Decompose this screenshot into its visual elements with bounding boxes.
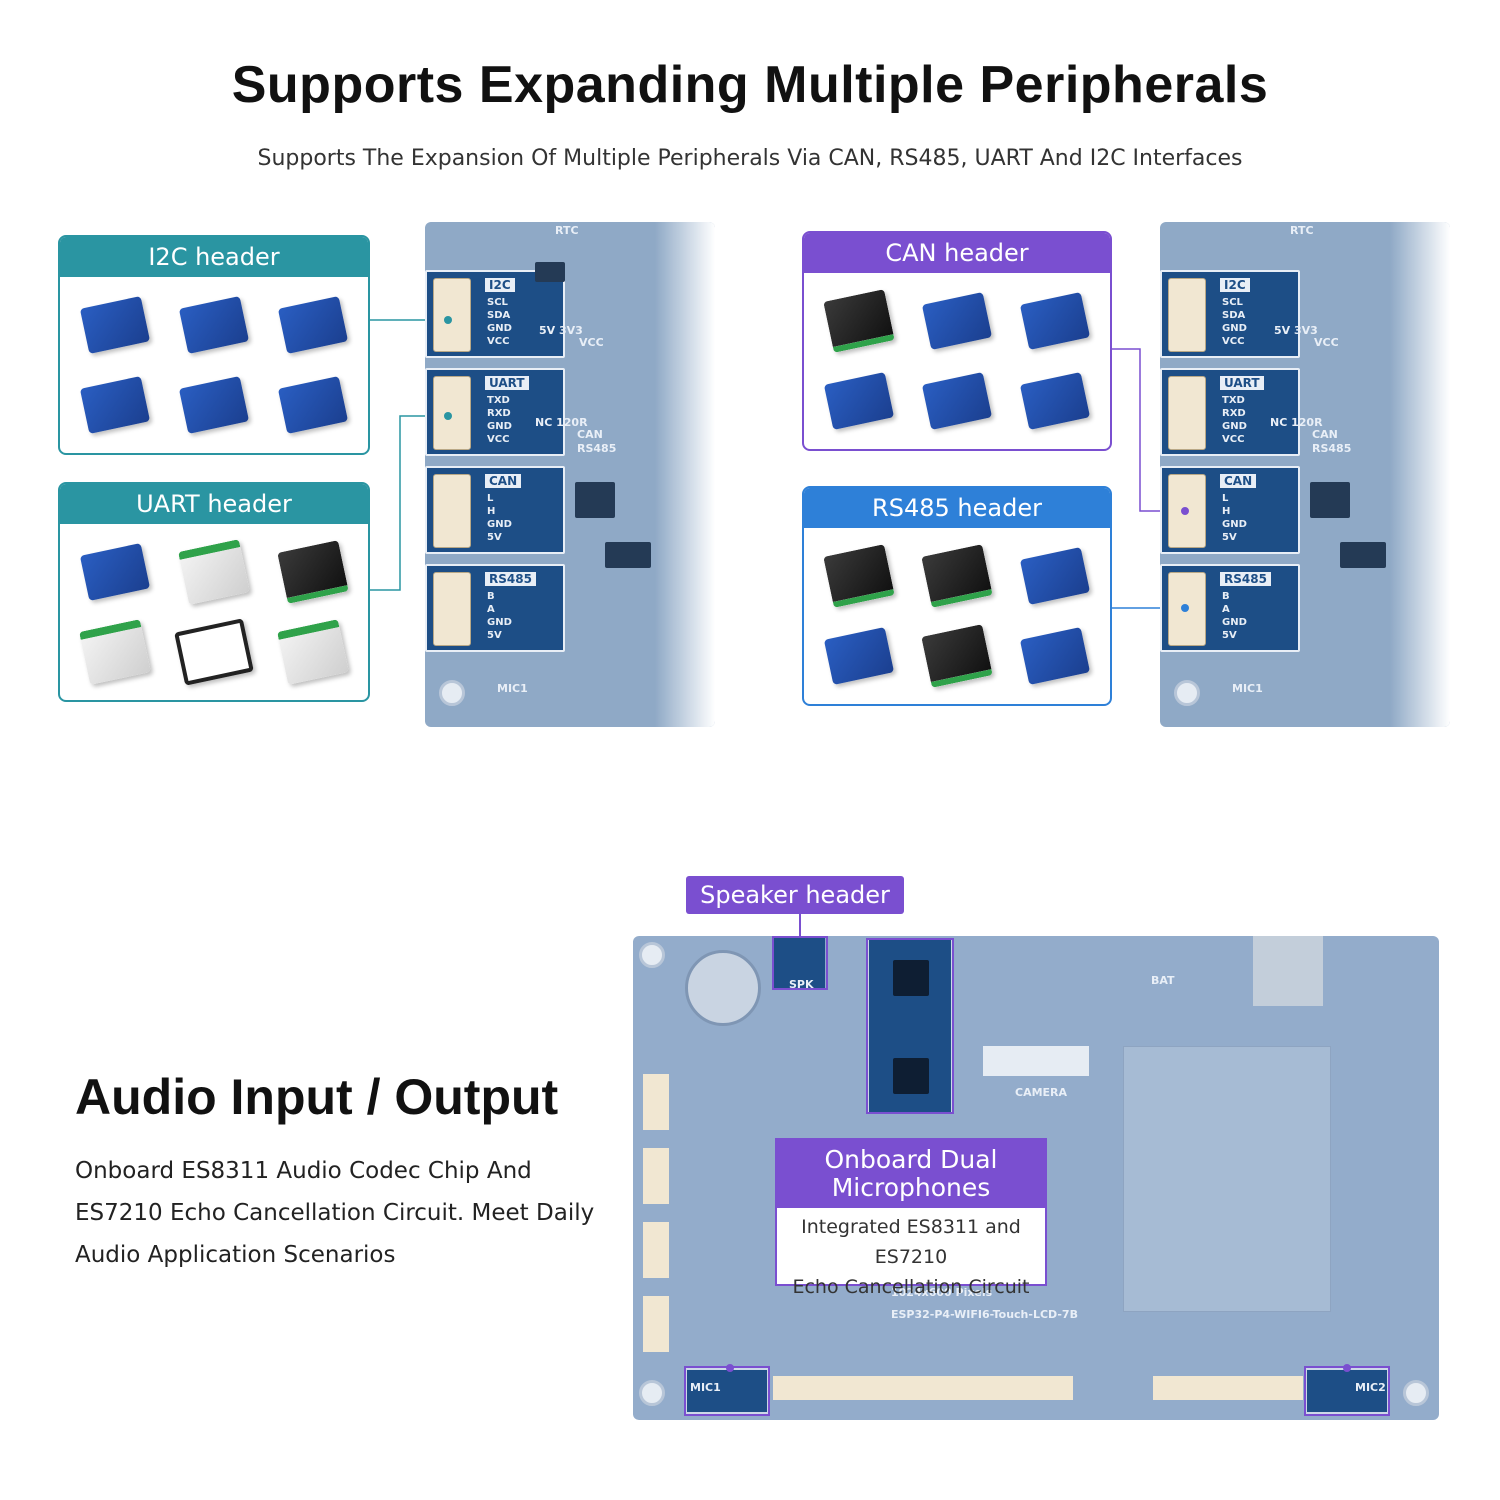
camera-label: CAMERA (1015, 1086, 1068, 1099)
speaker-header-label: Speaker header (686, 876, 904, 914)
can-card-title: CAN header (804, 233, 1110, 273)
uart-dot (444, 412, 452, 420)
v3-label: 3V3 (559, 324, 583, 337)
uart-card-title: UART header (60, 484, 368, 524)
rs485-card-title: RS485 header (804, 488, 1110, 528)
pixels-label: 1024x600 Pixels (891, 1286, 993, 1299)
rs485-switch-label: RS485 (577, 442, 617, 455)
spk-label: SPK (789, 978, 814, 991)
can-dot (1181, 507, 1189, 515)
mount-hole (439, 680, 465, 706)
v5-label: 5V (539, 324, 556, 337)
mic2-highlight (1304, 1366, 1390, 1416)
mic-callout-line-1: Integrated ES8311 and ES7210 (801, 1216, 1021, 1268)
i2c-connector-label: I2C (485, 278, 515, 292)
i2c-card: I2C header (58, 235, 370, 455)
rs485-dot (1181, 604, 1189, 612)
bat-label: BAT (1151, 974, 1175, 987)
board-main: SPK BAT CAMERA 1024x600 Pixels ESP32-P4-… (633, 936, 1439, 1420)
uart-connector-label: UART (485, 376, 529, 390)
page-title: Supports Expanding Multiple Peripherals (231, 56, 1269, 114)
uart-card: UART header (58, 482, 370, 702)
mic-callout-line-2: Echo Cancellation Circuit (792, 1276, 1030, 1298)
mic1-label-main: MIC1 (690, 1381, 721, 1394)
rs485-card: RS485 header (802, 486, 1112, 706)
audio-codec-area (867, 938, 953, 1114)
i2c-card-title: I2C header (60, 237, 368, 277)
codec-highlight (866, 938, 954, 1114)
audio-title: Audio Input / Output (75, 1069, 559, 1125)
can-switch-label: CAN (577, 428, 603, 441)
rs485-connector-label: RS485 (485, 572, 536, 586)
mic1-label: MIC1 (497, 682, 528, 695)
can-card: CAN header (802, 231, 1112, 451)
vcc-label: VCC (579, 336, 604, 349)
mic-callout-title: Onboard Dual Microphones (777, 1140, 1045, 1208)
audio-description: Onboard ES8311 Audio Codec Chip And ES72… (75, 1158, 595, 1268)
page-subtitle: Supports The Expansion Of Multiple Perip… (257, 146, 1243, 171)
can-connector-label: CAN (485, 474, 522, 488)
mic1-highlight (684, 1366, 770, 1416)
speaker-highlight (772, 936, 828, 990)
mic2-label: MIC2 (1355, 1381, 1386, 1394)
model-label: ESP32-P4-WIFI6-Touch-LCD-7B (891, 1308, 1078, 1321)
nc120r-label: NC 120R (535, 416, 588, 429)
rtc-label: RTC (555, 224, 579, 237)
rtc-label-right: RTC (1290, 224, 1314, 237)
dual-mic-callout: Onboard Dual Microphones Integrated ES83… (775, 1138, 1047, 1298)
line-uart (370, 415, 448, 591)
mount-hole (1174, 680, 1200, 706)
i2c-dot (444, 316, 452, 324)
